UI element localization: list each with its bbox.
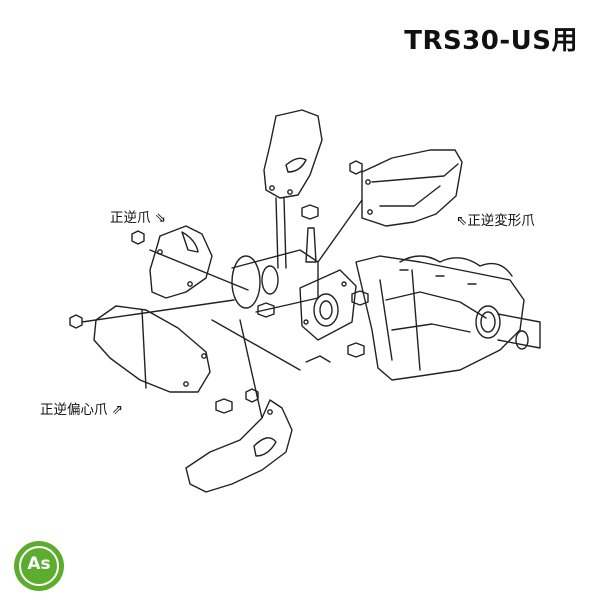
forward-reverse-tine xyxy=(149,225,249,299)
arrow-up-left-icon: ⇖ xyxy=(456,213,468,229)
hub-flange xyxy=(211,249,357,371)
eccentric-tine xyxy=(81,299,235,393)
arrow-up-right-icon: ⇗ xyxy=(107,402,124,418)
top-tine xyxy=(263,109,323,269)
gearbox xyxy=(355,255,541,381)
label-eccentric-tine: 正逆偏心爪 ⇗ xyxy=(40,402,124,418)
as-logo: As xyxy=(14,541,64,591)
logo-ring xyxy=(19,546,59,586)
page-title: TRS30-US用 xyxy=(404,26,578,56)
label-deformed-tine: ⇖正逆変形爪 xyxy=(456,213,535,229)
deformed-tine xyxy=(317,149,463,263)
bolts xyxy=(69,160,369,414)
bottom-tine xyxy=(185,319,293,493)
logo-text: As xyxy=(27,554,51,574)
arrow-down-right-icon: ⇘ xyxy=(150,210,167,226)
label-forward-reverse-tine: 正逆爪 ⇘ xyxy=(110,210,167,226)
